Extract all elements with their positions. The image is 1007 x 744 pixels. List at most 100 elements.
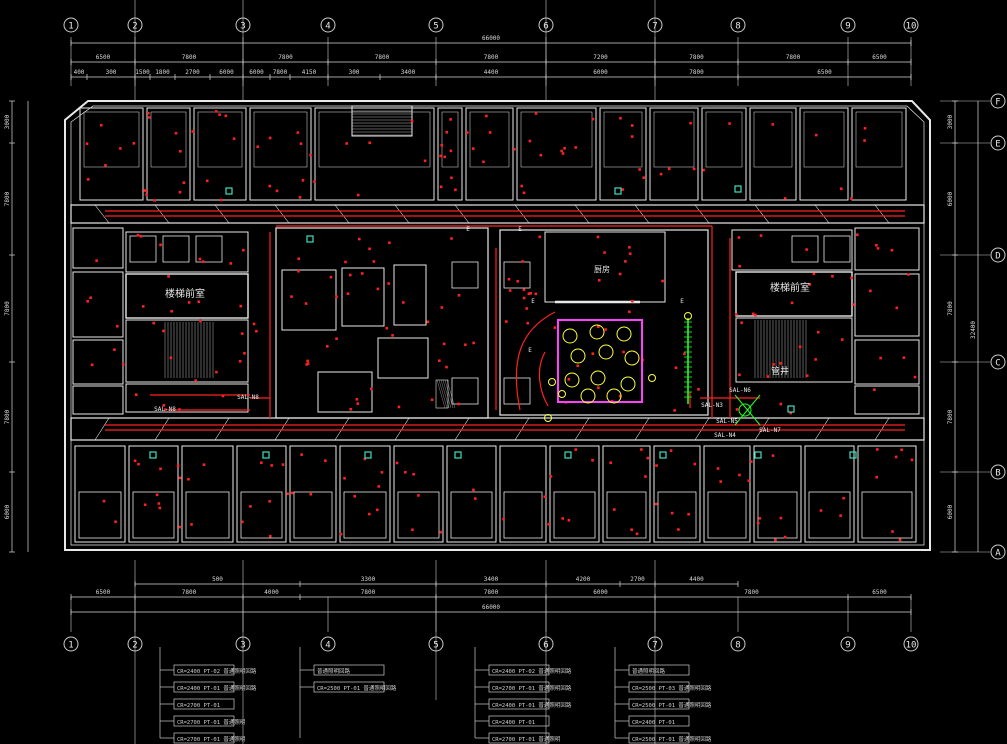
north-room [851,107,907,201]
light-fixture [526,321,530,325]
corridor-hatch [514,417,530,441]
dim-text: 400 [74,69,85,76]
south-room-inner [707,491,747,539]
legend-box [488,715,550,727]
axis-bubble-top [538,17,554,33]
light-fixture [442,342,446,346]
light-fixture [449,118,452,121]
light-fixture [735,313,738,316]
north-room-inner [753,111,793,168]
left-services [125,383,249,413]
axis-label-top: 4 [325,22,330,32]
legend-text: CR=2500 PT-03 普通照明回路 [632,684,712,692]
south-room-inner [503,491,543,539]
light-fixture [356,402,360,405]
dim-text: 4400 [484,69,499,76]
axis-bubble-top [730,17,746,33]
light-fixture [642,176,646,179]
light-fixture [646,456,650,460]
dim-text: 6000 [593,69,608,76]
kitchen-lift [503,377,531,405]
axis-bubble-top [647,17,663,33]
south-room [289,445,337,543]
axis-bubble-bottom [903,636,919,652]
axis-label-bottom: 10 [906,641,917,651]
axis-bubble-top [903,17,919,33]
legend-text: 普通照明回路 [632,667,666,675]
light-fixture [749,460,753,463]
light-fixture [305,363,309,366]
light-fixture [850,197,853,200]
light-fixture [619,394,622,398]
light-fixture [805,374,809,377]
light-fixture [485,114,488,118]
central-room [377,337,429,379]
panel-marker [306,235,314,243]
light-fixture [751,312,755,316]
light-fixture [411,528,414,532]
light-fixture [152,321,155,325]
light-fixture [256,145,260,149]
north-room-inner [520,111,593,168]
axis-label-bottom: 6 [543,641,548,651]
special-features [544,312,761,426]
dim-text: 7800 [689,69,704,76]
south-room [703,445,751,543]
light-fixture [268,500,272,503]
equipment-tag: E [518,226,522,233]
light-fixture [426,320,430,324]
light-fixture [790,301,794,305]
north-room-inner [803,111,845,168]
axis-label-bottom: 9 [845,641,850,651]
light-fixture [522,288,526,292]
light-fixture [395,461,399,465]
dim-text: 7800 [484,54,499,61]
light-fixture [689,121,692,125]
dim-text: 1800 [155,69,170,76]
light-fixture [673,409,676,412]
light-fixture [670,511,674,515]
light-fixture [178,408,181,411]
mid-room [854,339,920,385]
light-fixture [805,248,808,251]
south-room [393,445,444,543]
light-fixture [547,522,551,526]
mid-room [72,227,124,269]
corridor-hatch [814,204,830,224]
axis-label-top: 9 [845,22,850,32]
light-fixture [774,538,777,542]
light-fixture [779,362,783,365]
left-stair-room [125,319,249,383]
south-room [753,445,802,543]
light-fixture [692,167,696,171]
corridor-hatch [214,417,230,441]
light-fixture [380,471,384,474]
light-fixture [604,328,607,331]
light-fixture [219,198,223,202]
light-fixture [622,350,625,354]
axis-label-top: 10 [906,22,917,32]
dim-text: 66000 [482,604,500,611]
light-fixture [178,525,181,529]
north-room-inner [150,111,187,168]
dim-text-right-total: 32400 [970,321,977,339]
axis-bubble-bottom [235,636,251,652]
light-fixture [159,467,162,471]
mid-room [72,385,124,415]
light-fixture [450,237,453,240]
light-fixture [597,325,600,329]
light-fixture [296,131,300,134]
light-fixture [439,530,442,534]
north-room-inner [653,111,695,168]
light-fixture [104,164,107,167]
feature-pendant-light [616,326,632,342]
dim-text-right: 7800 [947,301,954,316]
axis-label-top: 5 [433,22,438,32]
light-fixture [388,241,391,245]
dim-text: 7800 [689,54,704,61]
light-fixture [852,303,855,306]
light-fixture [136,233,140,237]
light-fixture [402,301,405,304]
corridor-hatch [574,204,590,224]
